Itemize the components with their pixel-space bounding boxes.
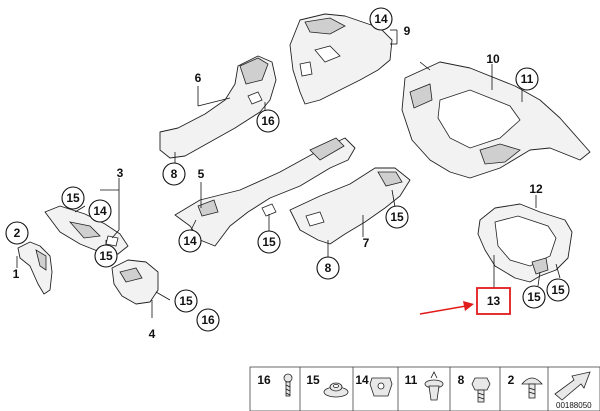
expanding-rivet-icon — [424, 371, 444, 401]
leader-lines — [16, 29, 561, 318]
callout-15: 15 — [61, 186, 85, 210]
callout-16: 16 — [256, 109, 280, 133]
part-4-heat-shield — [111, 259, 159, 305]
svg-text:16: 16 — [201, 313, 215, 327]
svg-text:15: 15 — [390, 210, 404, 224]
callout-15: 15 — [546, 278, 570, 302]
part-9-heat-shield — [289, 13, 393, 105]
callout-2: 2 — [5, 221, 29, 245]
callout-15: 15 — [257, 230, 281, 254]
callout-15: 15 — [94, 244, 118, 268]
svg-text:15: 15 — [66, 191, 80, 205]
callout-16: 16 — [196, 308, 220, 332]
svg-text:16: 16 — [257, 373, 271, 387]
svg-text:16: 16 — [261, 114, 275, 128]
svg-text:14: 14 — [355, 373, 369, 387]
svg-text:2: 2 — [508, 373, 515, 387]
svg-text:15: 15 — [262, 235, 276, 249]
diagram-reference-number: 00188050 — [556, 401, 592, 410]
legend-item-16: 16 — [257, 373, 293, 397]
label-5: 5 — [198, 167, 205, 181]
svg-text:15: 15 — [179, 294, 193, 308]
legend-item-2: 2 — [508, 373, 543, 399]
svg-text:15: 15 — [99, 249, 113, 263]
label-12: 12 — [529, 182, 543, 196]
callout-8: 8 — [162, 162, 186, 186]
fastener-legend: 16 15 14 11 — [249, 366, 600, 411]
svg-text:2: 2 — [14, 226, 21, 240]
svg-text:15: 15 — [551, 283, 565, 297]
svg-text:15: 15 — [306, 373, 320, 387]
svg-text:13: 13 — [487, 294, 501, 308]
label-7: 7 — [363, 236, 370, 250]
part-5-heat-shield — [174, 137, 356, 247]
callout-15: 15 — [174, 289, 198, 313]
svg-text:15: 15 — [527, 290, 541, 304]
highlighted-part-13[interactable]: 13 — [476, 287, 511, 315]
spring-nut-icon — [369, 377, 393, 397]
screw-icon — [283, 373, 293, 397]
part-labels: 9 10 6 3 5 12 7 1 4 — [13, 24, 543, 341]
red-arrow-icon — [419, 301, 474, 315]
part-12-bracket — [477, 203, 573, 283]
hex-bolt-icon — [471, 377, 491, 403]
callout-14: 14 — [369, 7, 393, 31]
mushroom-bolt-icon — [521, 377, 543, 399]
legend-item-8: 8 — [458, 373, 491, 403]
callout-8: 8 — [316, 256, 340, 280]
callout-11: 11 — [515, 67, 539, 91]
svg-text:11: 11 — [521, 72, 534, 86]
part-10-heat-shield — [401, 61, 591, 179]
callouts: 14 11 16 8 15 14 2 15 — [5, 7, 570, 332]
label-9: 9 — [404, 24, 411, 38]
callout-14: 14 — [178, 229, 202, 253]
svg-text:14: 14 — [183, 234, 197, 248]
label-10: 10 — [486, 52, 500, 66]
part-7-heat-shield — [289, 167, 411, 245]
svg-text:8: 8 — [325, 261, 332, 275]
label-4: 4 — [149, 327, 156, 341]
reference-arrow-icon — [554, 371, 591, 401]
label-6: 6 — [195, 71, 202, 85]
part-1-heat-shield — [17, 241, 53, 295]
label-1: 1 — [13, 267, 20, 281]
washer-nut-icon — [323, 382, 349, 398]
legend-item-11: 11 — [405, 371, 444, 401]
svg-text:14: 14 — [93, 204, 107, 218]
part-3-heat-shield — [44, 205, 129, 255]
callout-15: 15 — [522, 285, 546, 309]
legend-item-15: 15 — [306, 373, 349, 398]
svg-text:11: 11 — [405, 373, 418, 387]
callout-15: 15 — [385, 205, 409, 229]
svg-text:8: 8 — [458, 373, 465, 387]
part-6-heat-shield — [159, 55, 277, 159]
svg-text:8: 8 — [171, 167, 178, 181]
callout-14: 14 — [88, 199, 112, 223]
legend-item-14: 14 — [355, 373, 393, 397]
label-3: 3 — [117, 166, 124, 180]
svg-text:14: 14 — [374, 12, 388, 26]
